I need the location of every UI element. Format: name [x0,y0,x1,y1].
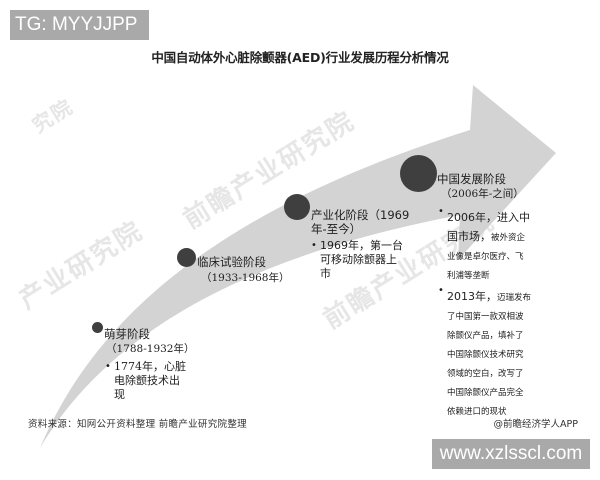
event-line: 迈瑞发布 [497,293,532,303]
event-line: 中国除颤仪技术研究 [447,350,524,360]
stage-1-dot-icon [92,322,103,333]
stage-4-dot-icon [400,155,437,192]
stage-3-name: 产业化阶段（1969 年-至今） [311,208,409,236]
stage-3-name-line: 产业化阶段（1969 [311,208,410,222]
stage-3-name-line: 年-至今） [311,222,362,236]
event-line: 电除颤技术出 [114,374,180,387]
stage-4-name: 中国发展阶段 [437,172,506,186]
event-lead: 2013年， [447,290,497,303]
stage-3-events: 1969年，第一台 可移动除颤器上 市 [311,239,421,281]
event-line: 依赖进口的现状 [447,407,507,417]
event-line: 1774年，心脏 [114,360,186,373]
event-line: 利浦等垄断 [447,271,490,281]
stage-1-name: 萌芽阶段 [104,327,150,341]
event-line: 市 [320,267,331,280]
event-line: 被外资企 [491,233,526,243]
event-line: 现 [114,388,125,401]
stage-4-period: （2006年-之间） [441,188,524,200]
event-item: 1774年，心脏 电除颤技术出 现 [105,360,200,402]
event-line: 除颤仪产品，填补了 [447,331,524,341]
event-line: 业像是卓尔医疗、飞 [447,252,524,262]
stage-3-dot-icon [284,194,310,220]
watermark-tag-bottom: www.xzlsscl.com [432,439,590,469]
chart-title: 中国自动体外心脏除颤器(AED)行业发展历程分析情况 [151,50,449,65]
stage-2-name: 临床试验阶段 [197,255,266,269]
event-line: 领域的空白，改写了 [447,369,524,379]
watermark-tag-top: TG: MYYJJPP [10,10,149,40]
event-line: 可移动除颤器上 [320,253,397,266]
event-lead: 2006年，进入中 [447,211,530,224]
source-note: 资料来源：知网公开资料整理 前瞻产业研究院整理 [28,419,247,430]
stage-2-dot-icon [177,248,196,267]
event-line: 中国除颤仪产品完全 [447,388,524,398]
stage-2-period: （1933-1968年） [201,272,290,284]
stage-4-events: 2006年，进入中 国市场，被外资企 业像是卓尔医疗、飞 利浦等垄断 2013年… [438,206,548,418]
stage-1-period: （1788-1932年） [106,343,195,355]
event-item: 1969年，第一台 可移动除颤器上 市 [311,239,421,281]
event-line: 了中国第一款双相波 [447,312,524,322]
event-item: 2013年，迈瑞发布 了中国第一款双相波 除颤仪产品，填补了 中国除颤仪技术研究… [438,285,548,418]
event-line: 国市场， [447,230,491,243]
stage-1-events: 1774年，心脏 电除颤技术出 现 [105,360,200,402]
event-line: 1969年，第一台 [320,239,403,252]
event-item: 2006年，进入中 国市场，被外资企 业像是卓尔医疗、飞 利浦等垄断 [438,206,548,282]
credit-note: @前瞻经济学人APP [493,419,578,430]
